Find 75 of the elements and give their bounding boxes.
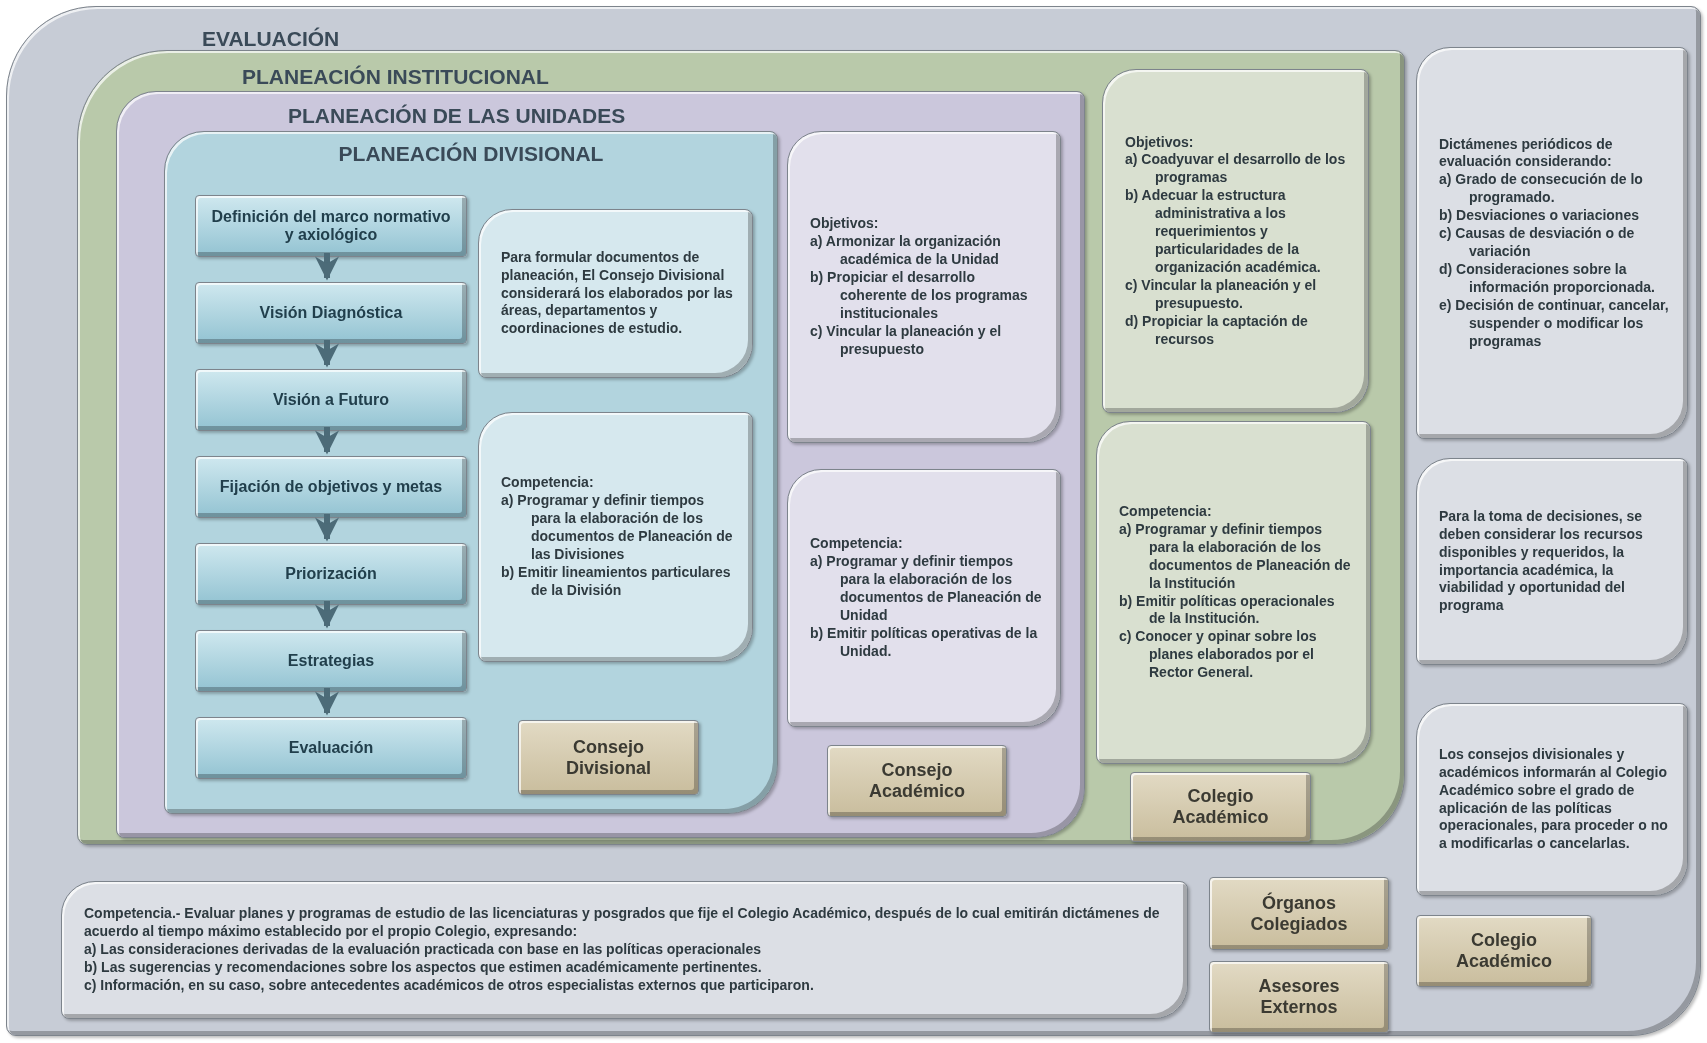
role-label: Órganos Colegiados — [1249, 892, 1349, 935]
card-heading: Dictámenes periódicos de evaluación considerando: — [1439, 135, 1614, 172]
arrow — [315, 688, 339, 716]
role-label: Colegio Académico — [1454, 930, 1553, 972]
process-box — [195, 195, 467, 257]
process-box — [195, 543, 467, 605]
note-card — [1096, 421, 1371, 764]
role-label: Asesores Externos — [1257, 976, 1341, 1018]
section-panel — [6, 6, 1701, 1036]
card-heading: Competencia: — [1119, 502, 1213, 521]
process-box — [195, 282, 467, 344]
list-item: b) Las sugerencias y recomendaciones sobre los aspectos que estimen académicamente pertinentes. — [84, 958, 763, 977]
list-item: b) Emitir políticas operacionales de la Institución. — [1119, 592, 1336, 629]
note-card — [478, 412, 753, 662]
role-box — [1416, 915, 1592, 987]
section-panel — [164, 131, 778, 814]
section-panel — [116, 91, 1085, 838]
list-item: b) Adecuar la estructura administrativa a los requerimientos y particularidades de la organización académica. — [1125, 187, 1322, 277]
list-item: c) Vincular la planeación y el presupuesto. — [1125, 276, 1318, 313]
list-item: b) Desviaciones o variaciones — [1439, 207, 1640, 226]
role-box — [827, 745, 1007, 817]
note-card — [478, 209, 753, 378]
list-item: d) Propiciar la captación de recursos — [1125, 312, 1309, 349]
note-card — [1416, 703, 1688, 896]
list-item: a) Grado de consecución de lo programado. — [1439, 171, 1644, 208]
card-heading: Objetivos: — [810, 215, 880, 234]
card-heading: Competencia: — [810, 535, 904, 554]
card-heading: Competencia.- Evaluar planes y programas de estudio de las licenciaturas y posgrados que fije el Colegio Académico, después de lo cual emitirán dictámenes de acuerdo al tiempo máximo establecido por el propio Colegio, expresando: — [84, 905, 1161, 942]
list-item: d) Consideraciones sobre la información proporcionada. — [1439, 260, 1656, 297]
panel-heading: PLANEACIÓN INSTITUCIONAL — [242, 65, 549, 89]
list-item: c) Vincular la planeación y el presupuesto — [810, 322, 1003, 359]
process-box — [195, 630, 467, 692]
list-item: e) Decisión de continuar, cancelar, suspender o modificar los programas — [1439, 296, 1670, 351]
role-box — [1209, 877, 1389, 950]
note-card — [1102, 69, 1369, 413]
process-box — [195, 456, 467, 518]
step-label: Visión a Futuro — [272, 391, 390, 409]
arrow — [315, 253, 339, 281]
panel-heading: PLANEACIÓN DE LAS UNIDADES — [288, 104, 626, 128]
step-label: Definición del marco normativo y axiológico — [210, 208, 452, 244]
role-label: Consejo Académico — [867, 760, 966, 802]
panel-heading: PLANEACIÓN DIVISIONAL — [337, 142, 605, 166]
list-item: b) Emitir políticas operativas de la Unidad. — [810, 624, 1039, 661]
step-label: Estrategias — [287, 652, 375, 670]
card-text: Para formular documentos de planeación, El Consejo Divisional considerará los elaborados por las áreas, departamentos y coordinaciones de estudio. — [501, 248, 734, 339]
role-box — [1130, 772, 1311, 842]
role-box — [518, 720, 699, 795]
role-label: Consejo Divisional — [565, 736, 652, 779]
section-panel — [77, 50, 1405, 845]
card-heading: Competencia: — [501, 474, 595, 493]
step-label: Evaluación — [288, 739, 374, 757]
card-heading: Objetivos: — [1125, 133, 1195, 152]
note-card — [1416, 47, 1688, 439]
note-card — [787, 469, 1061, 727]
process-box — [195, 717, 467, 779]
step-label: Fijación de objetivos y metas — [219, 478, 443, 496]
role-box — [1209, 961, 1389, 1033]
step-label: Priorización — [285, 565, 377, 583]
list-item: c) Información, en su caso, sobre antecedentes académicos de otros especialistas externos que participaron. — [84, 976, 815, 995]
note-card — [787, 131, 1061, 443]
step-label: Visión Diagnóstica — [259, 304, 403, 322]
arrow — [315, 601, 339, 629]
list-item: c) Conocer y opinar sobre los planes elaborados por el Rector General. — [1119, 628, 1318, 683]
role-label: Colegio Académico — [1171, 786, 1270, 828]
list-item: a) Las consideraciones derivadas de la evaluación practicada con base en las políticas operacionales — [84, 941, 762, 959]
card-text: Los consejos divisionales y académicos informarán al Colegio Académico sobre el grado de aplicación de las políticas operacionales, para proceder o no a modificarlas o cancelarlas. — [1439, 745, 1669, 854]
arrow — [315, 427, 339, 455]
card-text: Para la toma de decisiones, se deben considerar los recursos disponibles y requeridos, la importancia académica, la viabilidad y oportunidad del programa — [1439, 507, 1644, 616]
arrow — [315, 340, 339, 368]
list-item: b) Emitir lineamientos particulares de la División — [501, 563, 732, 600]
panel-heading: EVALUACIÓN — [202, 27, 340, 51]
note-card — [61, 881, 1188, 1019]
note-card — [1416, 458, 1688, 665]
process-box — [195, 369, 467, 431]
arrow — [315, 514, 339, 542]
